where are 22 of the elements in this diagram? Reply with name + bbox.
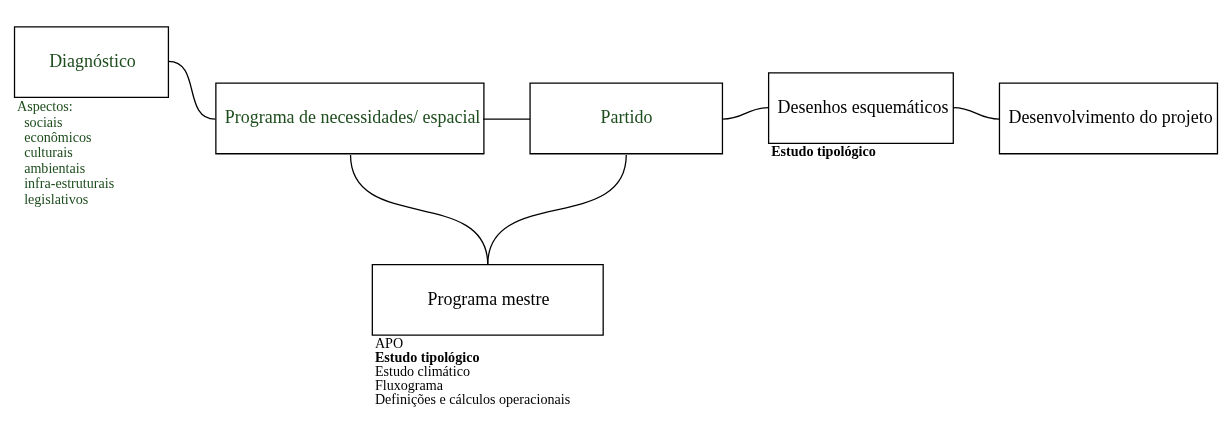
- connector: [487, 153, 627, 265]
- node-label: Estudo tipológico: [374, 348, 480, 365]
- node-label: econômicos: [24, 128, 92, 145]
- connector: [167, 60, 216, 120]
- node-label: Aspectos:: [17, 97, 73, 114]
- connector: [952, 106, 1001, 120]
- node-label: culturais: [24, 143, 73, 160]
- node-label: Fluxograma: [374, 376, 444, 393]
- connector: [721, 106, 770, 120]
- node-label: sociais: [24, 113, 63, 130]
- node-label: APO: [374, 334, 404, 351]
- node-label: infra-estruturais: [24, 174, 115, 191]
- node-box: Desenhos esquemáticos: [767, 71, 954, 144]
- node-label: legislativos: [24, 190, 89, 206]
- connector: [482, 117, 531, 120]
- node-box: Programa mestre: [371, 263, 604, 336]
- node-label: Estudo tipológico: [771, 142, 876, 159]
- node-box: Diagnóstico: [13, 25, 170, 98]
- node-box: Programa de necessidades/ espacial: [215, 82, 485, 154]
- node-box: Desenvolvimento do projeto: [998, 82, 1219, 154]
- node-label: ambientais: [24, 159, 86, 176]
- node-box: Partido: [529, 82, 724, 154]
